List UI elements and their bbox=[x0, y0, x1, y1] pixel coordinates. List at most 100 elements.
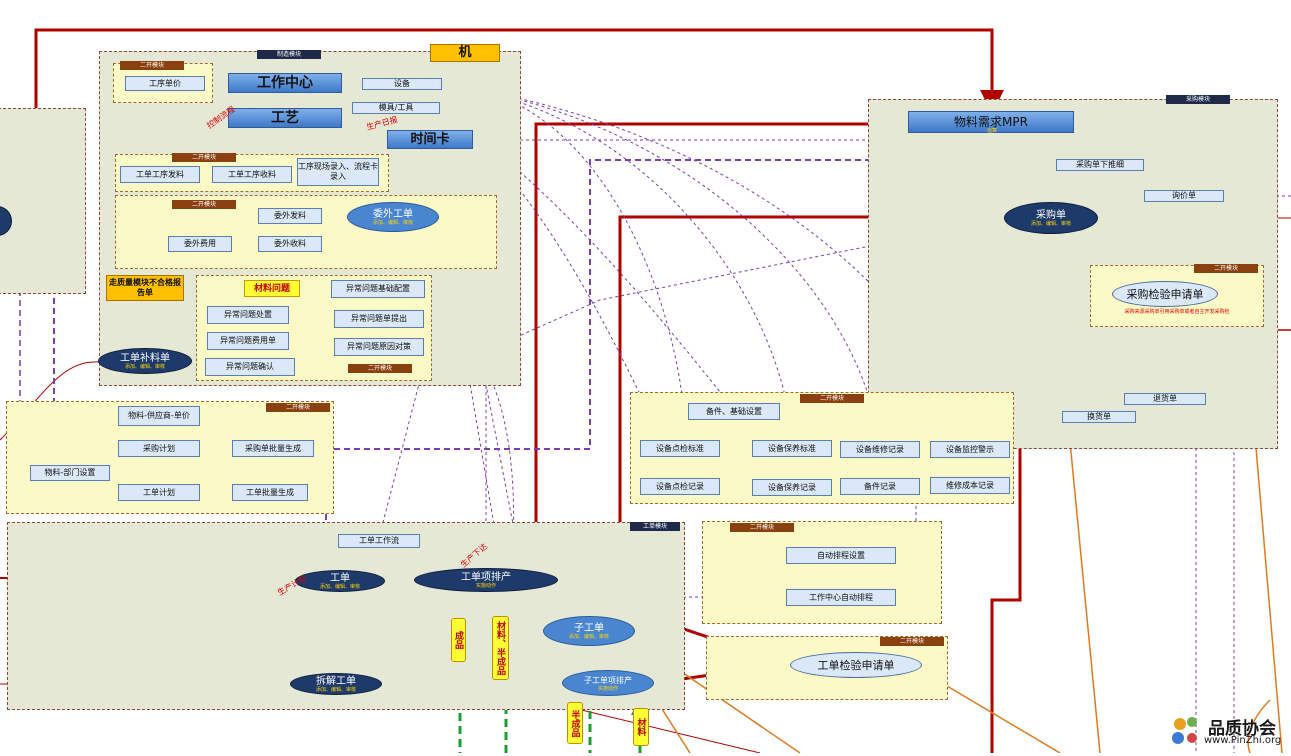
abn-confirm-box[interactable]: 异常问题确认 bbox=[205, 358, 295, 376]
work-order-label: 工单 bbox=[330, 572, 350, 584]
material-dept-box[interactable]: 物料-部门设置 bbox=[30, 465, 110, 481]
eq-check-record-box[interactable]: 设备点检记录 bbox=[640, 478, 720, 495]
purchase-tag: 采购模块 bbox=[1166, 95, 1230, 104]
purchase-order-label: 采购单 bbox=[1036, 209, 1066, 221]
outsource-order-ops: 添加、编辑、审核 bbox=[372, 219, 413, 226]
eq-repair-record-box[interactable]: 设备维修记录 bbox=[840, 441, 920, 458]
disassembly-wo-label: 拆解工单 bbox=[316, 675, 356, 687]
outsource-receive-box[interactable]: 委外收料 bbox=[258, 236, 322, 252]
sub-wo-schedule-label: 子工单项排产 bbox=[584, 675, 632, 685]
secondary-tag-7: 二开模块 bbox=[800, 394, 864, 403]
exchange-order-box[interactable]: 换货单 bbox=[1062, 411, 1136, 423]
secondary-tag-6: 二开模块 bbox=[1194, 264, 1258, 273]
tooling-box[interactable]: 模具/工具 bbox=[352, 102, 440, 114]
repair-cost-box[interactable]: 维修成本记录 bbox=[930, 477, 1010, 494]
purple-eq-3 bbox=[441, 83, 881, 439]
mpr-note: 运算 bbox=[986, 128, 997, 134]
secondary-tag-1: 二开模块 bbox=[120, 61, 184, 70]
manufacturing-tag: 制造模块 bbox=[257, 50, 321, 59]
quotation-box[interactable]: 询价单 bbox=[1144, 190, 1224, 202]
material-supplier-price-box[interactable]: 物料-供应商-单价 bbox=[118, 406, 200, 426]
purple-timecard-2 bbox=[429, 147, 503, 561]
purchase-order-node[interactable]: 采购单 添加、编辑、审核 bbox=[1004, 202, 1098, 234]
spare-record-box[interactable]: 备件记录 bbox=[840, 478, 920, 495]
quality-report-box[interactable]: 走质量模块不合格报告单 bbox=[106, 275, 184, 301]
sub-wo-schedule-action: 实施动作 bbox=[597, 685, 618, 692]
semi-tag: 半成品 bbox=[567, 702, 583, 744]
material-semi-tag: 材料、半成品 bbox=[492, 616, 509, 680]
wc-auto-schedule-box[interactable]: 工作中心自动排程 bbox=[786, 589, 896, 606]
abn-cost-box[interactable]: 异常问题费用单 bbox=[207, 332, 289, 350]
material-tag: 材料 bbox=[633, 708, 649, 746]
purple-timecard bbox=[439, 147, 522, 561]
sub-wo-ops: 添加、编辑、审核 bbox=[568, 633, 609, 640]
red-schedule-to-mpr bbox=[534, 112, 910, 583]
work-order-ops: 添加、编辑、审核 bbox=[319, 583, 360, 590]
wo-inspect-node[interactable]: 工单检验申请单 bbox=[790, 652, 922, 678]
wo-schedule-action: 实施动作 bbox=[475, 582, 496, 589]
secondary-tag-8: 二开模块 bbox=[730, 523, 794, 532]
work-order-node[interactable]: 工单 添加、编辑、审核 bbox=[295, 570, 385, 592]
eq-monitor-box[interactable]: 设备监控警示 bbox=[930, 441, 1010, 458]
auto-schedule-setting-box[interactable]: 自动排程设置 bbox=[786, 547, 896, 564]
secondary-tag-5: 二开模块 bbox=[266, 403, 330, 412]
wo-supplement-label: 工单补料单 bbox=[120, 352, 170, 364]
purple-eq-2 bbox=[441, 83, 795, 439]
wo-plan-box[interactable]: 工单计划 bbox=[118, 484, 200, 501]
material-issue-box[interactable]: 材料问题 bbox=[244, 280, 300, 297]
wo-batch-gen-box[interactable]: 工单批量生成 bbox=[232, 484, 308, 501]
pinzhi-logo: 品质协会 www.PinZhi.org bbox=[1168, 712, 1288, 752]
eq-maint-record-box[interactable]: 设备保养记录 bbox=[752, 479, 832, 496]
wo-supplement-ops: 添加、编辑、审核 bbox=[124, 363, 165, 370]
disassembly-wo-ops: 添加、编辑、审核 bbox=[315, 686, 356, 693]
sub-wo-node[interactable]: 子工单 添加、编辑、审核 bbox=[543, 616, 635, 646]
left-partial-region bbox=[0, 108, 86, 294]
po-batch-gen-box[interactable]: 采购单批量生成 bbox=[232, 440, 314, 457]
purple-abn bbox=[423, 319, 516, 563]
purchase-inquiry-box[interactable]: 采购单下推细 bbox=[1056, 159, 1144, 171]
purchase-inspect-label: 采购检验申请单 bbox=[1126, 287, 1204, 301]
purchase-plan-box[interactable]: 采购计划 bbox=[118, 440, 200, 457]
purchase-inspect-note: 采购来源采购单引用采购单或者自主开发采购检 bbox=[1124, 309, 1230, 315]
outsource-fee-box[interactable]: 委外费用 bbox=[168, 236, 232, 252]
outsource-order-label: 委外工单 bbox=[373, 208, 413, 220]
secondary-tag-3: 二开模块 bbox=[172, 200, 236, 209]
abn-cause-box[interactable]: 异常问题原因对策 bbox=[334, 338, 424, 356]
mpr-box[interactable]: 物料需求MPR bbox=[908, 111, 1074, 133]
abn-submit-box[interactable]: 异常问题单提出 bbox=[334, 310, 424, 328]
secondary-tag-9: 二开模块 bbox=[880, 637, 944, 646]
outsource-order-node[interactable]: 委外工单 添加、编辑、审核 bbox=[347, 202, 439, 232]
purchase-inspect-node[interactable]: 采购检验申请单 bbox=[1112, 281, 1218, 307]
wo-schedule-node[interactable]: 工单项排产 实施动作 bbox=[414, 568, 558, 592]
sub-wo-label: 子工单 bbox=[574, 622, 604, 634]
outsource-issue-box[interactable]: 委外发料 bbox=[258, 208, 322, 224]
craft-box[interactable]: 工艺 bbox=[228, 108, 342, 128]
auto-schedule-region bbox=[702, 521, 942, 624]
purchase-order-ops: 添加、编辑、审核 bbox=[1030, 220, 1071, 227]
equipment-box[interactable]: 设备 bbox=[362, 78, 442, 90]
process-price-box[interactable]: 工序单价 bbox=[125, 76, 205, 91]
wo-process-issue-box[interactable]: 工单工序发料 bbox=[120, 166, 200, 183]
orange-6 bbox=[1247, 699, 1271, 753]
return-order-box[interactable]: 退货单 bbox=[1124, 393, 1206, 405]
wo-process-receive-box[interactable]: 工单工序收料 bbox=[212, 166, 292, 183]
secondary-tag-4: 二开模块 bbox=[348, 364, 412, 373]
abn-handle-box[interactable]: 异常问题处置 bbox=[207, 306, 289, 324]
logo-url: www.PinZhi.org bbox=[1204, 735, 1282, 746]
process-entry-box[interactable]: 工序现场录入、流程卡录入 bbox=[297, 158, 379, 186]
spare-base-box[interactable]: 备件、基础设置 bbox=[688, 403, 780, 420]
machine-label: 机 bbox=[430, 44, 500, 62]
abn-base-config-box[interactable]: 异常问题基础配置 bbox=[331, 280, 425, 298]
disassembly-wo-node[interactable]: 拆解工单 添加、编辑、审核 bbox=[290, 673, 382, 695]
logo-name: 品质协会 bbox=[1208, 719, 1276, 739]
wo-process-flow-box[interactable]: 工单工作流 bbox=[338, 534, 420, 548]
secondary-tag-2: 二开模块 bbox=[172, 153, 236, 162]
time-card-box[interactable]: 时间卡 bbox=[387, 130, 473, 149]
wo-supplement-node[interactable]: 工单补料单 添加、编辑、审核 bbox=[98, 348, 192, 374]
eq-maint-std-box[interactable]: 设备保养标准 bbox=[752, 440, 832, 457]
wo-schedule-label: 工单项排产 bbox=[461, 571, 511, 583]
work-center-box[interactable]: 工作中心 bbox=[228, 73, 342, 93]
eq-check-std-box[interactable]: 设备点检标准 bbox=[640, 440, 720, 457]
sub-wo-schedule-node[interactable]: 子工单项排产 实施动作 bbox=[562, 670, 654, 696]
finished-tag: 成品 bbox=[451, 618, 466, 662]
